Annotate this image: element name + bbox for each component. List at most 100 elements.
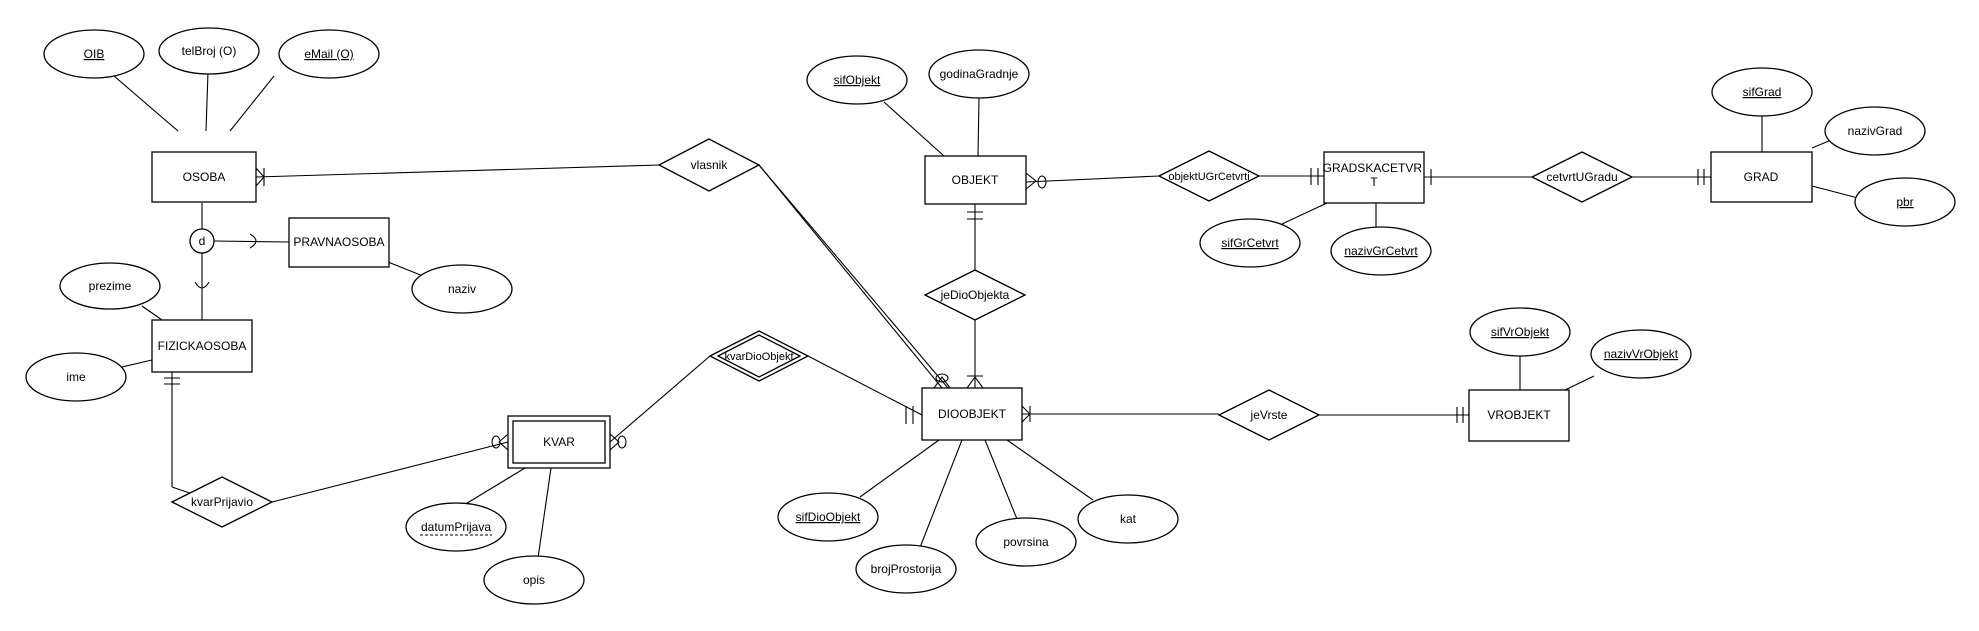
edge-dio-povrsina <box>984 439 1018 520</box>
attribute-sifgrad-label: sifGrad <box>1743 85 1782 99</box>
edge-vr-naziv <box>1564 375 1595 391</box>
entity-gradskacetvrt[interactable]: GRADSKACETVR T <box>1323 151 1426 204</box>
edge-gc-sif <box>1281 202 1328 225</box>
edge-grad-pbr <box>1811 185 1859 199</box>
attribute-nazivgrad[interactable]: nazivGrad <box>1824 106 1926 156</box>
attribute-email[interactable]: eMail (O) <box>278 29 380 79</box>
many-mark-kvar-kvardioobjekt <box>609 433 627 451</box>
attribute-nazivgrcetvrt-label: nazivGrCetvrt <box>1344 244 1418 258</box>
entity-dioobjekt[interactable]: DIOOBJEKT <box>921 387 1023 441</box>
edge-vlasnik-dioobjekt-2 <box>758 164 949 389</box>
many-mark-kvar-kvarprijavio <box>491 433 509 451</box>
relationship-kvardioobjekt[interactable]: kvarDioObjekt <box>708 330 810 382</box>
one-mark-osoba-vlasnik <box>255 167 265 187</box>
edge-kvar-datum <box>458 467 526 509</box>
attribute-naziv[interactable]: naziv <box>411 264 513 314</box>
one-mark-gc-objektugrcetvrti <box>1310 168 1319 185</box>
attribute-godinagradnje-label: godinaGradnje <box>940 67 1019 81</box>
attribute-godinagradnje[interactable]: godinaGradnje <box>928 49 1030 99</box>
attribute-nazivgrcetvrt[interactable]: nazivGrCetvrt <box>1330 226 1432 276</box>
edge-objekt-objektugrcetvrti <box>1025 175 1160 183</box>
many-mark-objekt-objektugrcetvrti <box>1025 172 1047 190</box>
attribute-pbr-label: pbr <box>1896 195 1913 209</box>
optional-mark-fizickaosoba <box>194 281 210 289</box>
edge-osoba-oib <box>113 75 179 132</box>
relationship-objektugrcetvrti-label: objektUGrCetvrti <box>1168 171 1249 183</box>
relationship-cetvrtugradu-label: cetvrtUGradu <box>1546 170 1617 184</box>
attribute-sifobjekt[interactable]: sifObjekt <box>806 55 908 105</box>
relationship-kvarprijavio-label: kvarPrijavio <box>191 495 253 509</box>
entity-fizickaosoba-label: FIZICKAOSOBA <box>158 339 247 353</box>
relationship-jedioobjekta[interactable]: jeDioObjekta <box>923 269 1027 321</box>
attribute-telbroj[interactable]: telBroj (O) <box>158 27 260 75</box>
attribute-email-label: eMail (O) <box>304 47 353 61</box>
many-mark-dioobjekt-vlasnik <box>933 373 951 389</box>
edge-fizicka-ime <box>121 359 153 368</box>
attribute-telbroj-label: telBroj (O) <box>182 44 237 58</box>
attribute-povrsina-label: povrsina <box>1003 535 1049 549</box>
edge-kvar-kvardioobjekt <box>609 355 711 443</box>
entity-vrobjekt[interactable]: VROBJEKT <box>1468 389 1570 442</box>
relationship-kvarprijavio[interactable]: kvarPrijavio <box>170 476 274 528</box>
relationship-jevrste[interactable]: jeVrste <box>1217 389 1321 441</box>
entity-grad-label: GRAD <box>1744 170 1779 184</box>
edge-dio-sif <box>859 439 940 498</box>
relationship-kvardioobjekt-label: kvarDioObjekt <box>724 351 793 363</box>
attribute-ime[interactable]: ime <box>25 352 127 402</box>
edge-osoba-telbroj <box>205 71 209 132</box>
attribute-sifdioobjekt[interactable]: sifDioObjekt <box>777 492 879 542</box>
entity-fizickaosoba[interactable]: FIZICKAOSOBA <box>151 319 253 373</box>
entity-kvar[interactable]: KVAR <box>507 415 611 469</box>
many-mark-dioobjekt-jedioobjekta <box>966 375 984 389</box>
relationship-objektugrcetvrti[interactable]: objektUGrCetvrti <box>1157 150 1261 202</box>
one-mark-vrobjekt-jevrste <box>1456 407 1464 423</box>
attribute-povrsina[interactable]: povrsina <box>975 517 1077 567</box>
edge-objekt-godina <box>977 97 980 157</box>
attribute-sifgrcetvrt-label: sifGrCetvrt <box>1221 236 1279 250</box>
entity-dioobjekt-label: DIOOBJEKT <box>938 407 1007 421</box>
attribute-kat[interactable]: kat <box>1077 494 1179 544</box>
edge-objekt-sifobjekt <box>883 101 945 157</box>
attribute-nazivvrobjekt-label: nazivVrObjekt <box>1604 347 1679 361</box>
attribute-prezime[interactable]: prezime <box>59 262 161 310</box>
attribute-ime-label: ime <box>66 370 86 384</box>
entity-osoba[interactable]: OSOBA <box>151 151 257 203</box>
entity-objekt-label: OBJEKT <box>952 173 999 187</box>
attribute-oib[interactable]: OIB <box>43 29 145 79</box>
attribute-opis-label: opis <box>523 573 545 587</box>
one-mark-dioobjekt-jevrste <box>1021 405 1031 423</box>
edge-dio-kat <box>1006 439 1094 501</box>
one-mark-fizicka-kvarprijavio <box>164 377 180 385</box>
entity-kvar-label: KVAR <box>543 435 575 449</box>
entity-grad[interactable]: GRAD <box>1710 151 1813 203</box>
entity-osoba-label: OSOBA <box>183 170 226 184</box>
cardinality-marks <box>164 167 1705 451</box>
attribute-brojprostorija-label: brojProstorija <box>871 562 942 576</box>
attribute-kat-label: kat <box>1120 512 1137 526</box>
relationship-jedioobjekta-label: jeDioObjekta <box>940 288 1010 302</box>
attribute-opis[interactable]: opis <box>483 555 585 605</box>
attribute-nazivgrad-label: nazivGrad <box>1848 124 1903 138</box>
optional-mark-pravnaosoba <box>249 233 257 249</box>
relationship-jevrste-label: jeVrste <box>1250 408 1288 422</box>
attribute-sifdioobjekt-label: sifDioObjekt <box>796 510 861 524</box>
entity-pravnaosoba[interactable]: PRAVNAOSOBA <box>288 217 390 268</box>
edge-dio-brojprostorija <box>918 439 963 551</box>
attribute-sifgrcetvrt[interactable]: sifGrCetvrt <box>1199 218 1301 268</box>
relationship-cetvrtugradu[interactable]: cetvrtUGradu <box>1530 151 1634 203</box>
entity-objekt[interactable]: OBJEKT <box>924 155 1027 205</box>
attribute-pbr[interactable]: pbr <box>1854 177 1956 227</box>
attribute-oib-label: OIB <box>84 47 105 61</box>
entity-pravnaosoba-label: PRAVNAOSOBA <box>293 235 384 249</box>
relationship-vlasnik-label: vlasnik <box>691 158 729 172</box>
one-mark-objekt-jedioobjekta <box>967 211 983 220</box>
attribute-naziv-label: naziv <box>448 282 476 296</box>
relationship-vlasnik[interactable]: vlasnik <box>657 138 761 192</box>
edge-kvarprijavio-kvar <box>271 441 509 503</box>
attribute-datumprijava[interactable]: datumPrijava <box>405 502 507 552</box>
attribute-sifvrobjekt[interactable]: sifVrObjekt <box>1469 307 1571 357</box>
attribute-brojprostorija[interactable]: brojProstorija <box>855 544 957 594</box>
attribute-sifgrad[interactable]: sifGrad <box>1711 67 1813 117</box>
attribute-nazivvrobjekt[interactable]: nazivVrObjekt <box>1590 329 1692 379</box>
